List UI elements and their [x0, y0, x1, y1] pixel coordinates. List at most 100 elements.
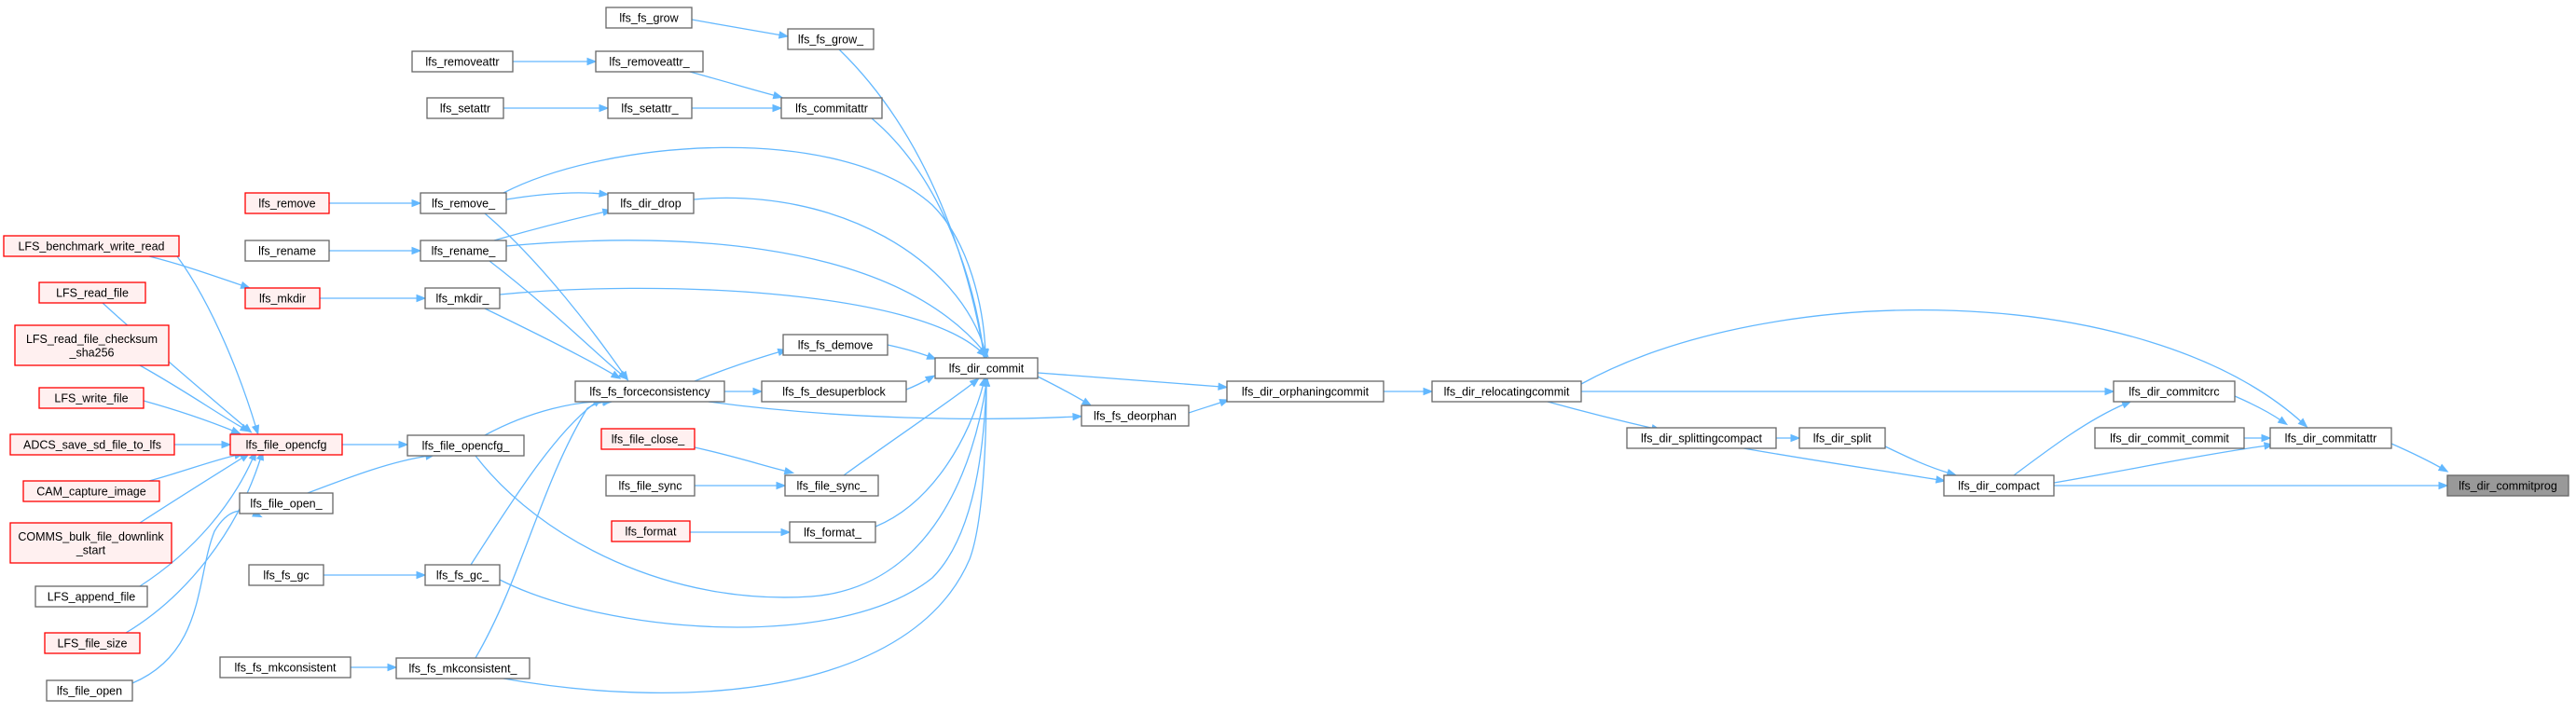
- node-lfs-remove-[interactable]: lfs_remove_: [420, 192, 507, 214]
- node-lfs-dir-commit[interactable]: lfs_dir_commit: [934, 357, 1039, 379]
- node-box: [244, 192, 330, 214]
- edge-lfs_dir_commit-to-lfs_dir_orphaningcommit: [1037, 372, 1229, 391]
- node-label: lfs_dir_compact: [1958, 480, 2040, 493]
- node-lfs-dir-commitcrc[interactable]: lfs_dir_commitcrc: [2113, 380, 2236, 403]
- node-lfs-format[interactable]: lfs_format: [611, 520, 691, 542]
- edge-lfs_removeattr_-to-lfs_commitattr: [689, 71, 784, 100]
- node-box: [761, 380, 907, 403]
- node-lfs-fs-deorphan[interactable]: lfs_fs_deorphan: [1081, 404, 1190, 427]
- arrowhead: [1219, 399, 1231, 407]
- node-lfs-dir-commit-commit[interactable]: lfs_dir_commit_commit: [2094, 427, 2245, 449]
- node-lfs-rename[interactable]: lfs_rename: [244, 240, 330, 262]
- node-adcs-save-sd-file-to-lfs[interactable]: ADCS_save_sd_file_to_lfs: [9, 433, 175, 456]
- node-lfs-read-file[interactable]: LFS_read_file: [38, 281, 146, 304]
- node-lfs-remove[interactable]: lfs_remove: [244, 192, 330, 214]
- node-lfs-write-file[interactable]: LFS_write_file: [38, 387, 145, 409]
- node-box: [1798, 427, 1886, 449]
- node-lfs-fs-grow[interactable]: lfs_fs_grow: [605, 7, 693, 29]
- node-lfs-setattr[interactable]: lfs_setattr: [426, 97, 504, 119]
- node-label: lfs_removeattr: [425, 56, 499, 69]
- node-label: lfs_format: [626, 526, 677, 539]
- arrowhead: [1072, 412, 1083, 421]
- node-lfs-file-sync[interactable]: lfs_file_sync: [605, 474, 696, 497]
- node-lfs-file-open-[interactable]: lfs_file_open_: [239, 492, 334, 514]
- arrowhead: [752, 387, 764, 396]
- node-lfs-read-file-checksum-sha256[interactable]: LFS_read_file_checksum_sha256: [14, 324, 170, 366]
- node-lfs-dir-commitprog[interactable]: lfs_dir_commitprog: [2446, 474, 2569, 497]
- edge-lfs_fs_forceconsistency-to-lfs_fs_deorphan: [708, 401, 1083, 421]
- node-label: CAM_capture_image: [36, 486, 145, 499]
- node-lfs-rename-[interactable]: lfs_rename_: [420, 240, 507, 262]
- node-box: [607, 192, 695, 214]
- node-lfs-file-close-[interactable]: lfs_file_close_: [600, 428, 696, 450]
- node-lfs-commitattr[interactable]: lfs_commitattr: [780, 97, 883, 119]
- node-lfs-mkdir[interactable]: lfs_mkdir: [244, 287, 321, 309]
- edge-LFS_benchmark_write_read-to-lfs_mkdir: [148, 255, 252, 289]
- node-lfs-fs-gc[interactable]: lfs_fs_gc: [248, 564, 324, 586]
- node-lfs-file-open[interactable]: lfs_file_open: [46, 679, 133, 702]
- edge-LFS_append_file-to-lfs_file_opencfg: [139, 450, 256, 587]
- edge-lfs_file_close_-to-lfs_file_sync_: [694, 446, 795, 475]
- edge-lfs_commitattr-to-lfs_dir_commit: [871, 117, 987, 360]
- node-lfs-dir-splittingcompact[interactable]: lfs_dir_splittingcompact: [1626, 427, 1777, 449]
- node-lfs-dir-split[interactable]: lfs_dir_split: [1798, 427, 1886, 449]
- edge-lfs_file_open_-to-lfs_file_opencfg_: [307, 452, 436, 494]
- node-box: [574, 380, 725, 403]
- arrowhead: [2104, 387, 2115, 396]
- edge-lfs_remove_-to-lfs_dir_drop: [505, 189, 610, 200]
- edge-ADCS_save_sd_file_to_lfs-to-lfs_file_opencfg: [174, 440, 232, 449]
- node-lfs-file-opencfg-[interactable]: lfs_file_opencfg_: [406, 434, 525, 457]
- node-label: lfs_fs_gc_: [436, 569, 489, 583]
- node-label: lfs_file_open_: [250, 498, 323, 511]
- edge-lfs_format-to-lfs_format_: [690, 528, 792, 537]
- edge-lfs_rename_-to-lfs_fs_forceconsistency: [489, 260, 628, 380]
- node-lfs-fs-desuperblock[interactable]: lfs_fs_desuperblock: [761, 380, 907, 403]
- arrowhead: [599, 189, 610, 198]
- arrowhead: [610, 370, 622, 379]
- edge-lfs_removeattr-to-lfs_removeattr_: [513, 57, 598, 66]
- node-label: lfs_dir_splittingcompact: [1641, 432, 1762, 446]
- node-label: lfs_file_sync_: [796, 480, 867, 493]
- node-lfs-fs-grow-[interactable]: lfs_fs_grow_: [787, 28, 875, 50]
- node-lfs-append-file[interactable]: LFS_append_file: [34, 585, 148, 608]
- node-lfs-fs-forceconsistency[interactable]: lfs_fs_forceconsistency: [574, 380, 725, 403]
- node-label: lfs_remove_: [432, 198, 496, 211]
- node-lfs-format-[interactable]: lfs_format_: [789, 521, 876, 543]
- node-label: lfs_rename_: [432, 245, 497, 258]
- node-lfs-removeattr[interactable]: lfs_removeattr: [411, 50, 514, 73]
- node-cam-capture-image[interactable]: CAM_capture_image: [22, 480, 160, 502]
- node-lfs-removeattr-[interactable]: lfs_removeattr_: [595, 50, 704, 73]
- edge-lfs_rename_-to-lfs_dir_commit: [505, 240, 989, 358]
- node-lfs-fs-mkconsistent[interactable]: lfs_fs_mkconsistent: [219, 656, 351, 679]
- node-lfs-dir-compact[interactable]: lfs_dir_compact: [1943, 474, 2055, 497]
- node-lfs-dir-commitattr[interactable]: lfs_dir_commitattr: [2269, 427, 2392, 449]
- node-box: [1626, 427, 1777, 449]
- node-lfs-file-size[interactable]: LFS_file_size: [44, 632, 141, 654]
- arrowhead: [411, 246, 422, 255]
- node-label: LFS_read_file_checksum_sha256: [26, 333, 158, 360]
- node-lfs-mkdir-[interactable]: lfs_mkdir_: [424, 287, 501, 309]
- node-lfs-file-sync-[interactable]: lfs_file_sync_: [784, 474, 879, 497]
- node-lfs-file-opencfg[interactable]: lfs_file_opencfg: [229, 433, 343, 456]
- node-lfs-fs-gc-[interactable]: lfs_fs_gc_: [424, 564, 501, 586]
- node-lfs-dir-drop[interactable]: lfs_dir_drop: [607, 192, 695, 214]
- node-box: [244, 287, 321, 309]
- edge-LFS_write_file-to-lfs_file_opencfg: [143, 400, 241, 434]
- node-lfs-setattr-[interactable]: lfs_setattr_: [607, 97, 693, 119]
- node-label: lfs_setattr: [440, 103, 490, 116]
- node-lfs-dir-relocatingcommit[interactable]: lfs_dir_relocatingcommit: [1431, 380, 1582, 403]
- node-lfs-fs-mkconsistent-[interactable]: lfs_fs_mkconsistent_: [395, 657, 530, 679]
- node-lfs-dir-orphaningcommit[interactable]: lfs_dir_orphaningcommit: [1226, 380, 1384, 403]
- edge-lfs_fs_forceconsistency-to-lfs_fs_desuperblock: [724, 387, 764, 396]
- node-label: lfs_fs_deorphan: [1094, 410, 1177, 423]
- node-box: [782, 334, 889, 356]
- node-lfs-benchmark-write-read[interactable]: LFS_benchmark_write_read: [3, 235, 180, 257]
- node-box: [605, 7, 693, 29]
- node-comms-bulk-file-downlink-start[interactable]: COMMS_bulk_file_downlink_start: [9, 522, 172, 564]
- node-box: [38, 387, 145, 409]
- node-lfs-fs-demove[interactable]: lfs_fs_demove: [782, 334, 889, 356]
- arrowhead: [1218, 382, 1229, 391]
- arrowhead: [772, 91, 784, 100]
- node-box: [219, 656, 351, 679]
